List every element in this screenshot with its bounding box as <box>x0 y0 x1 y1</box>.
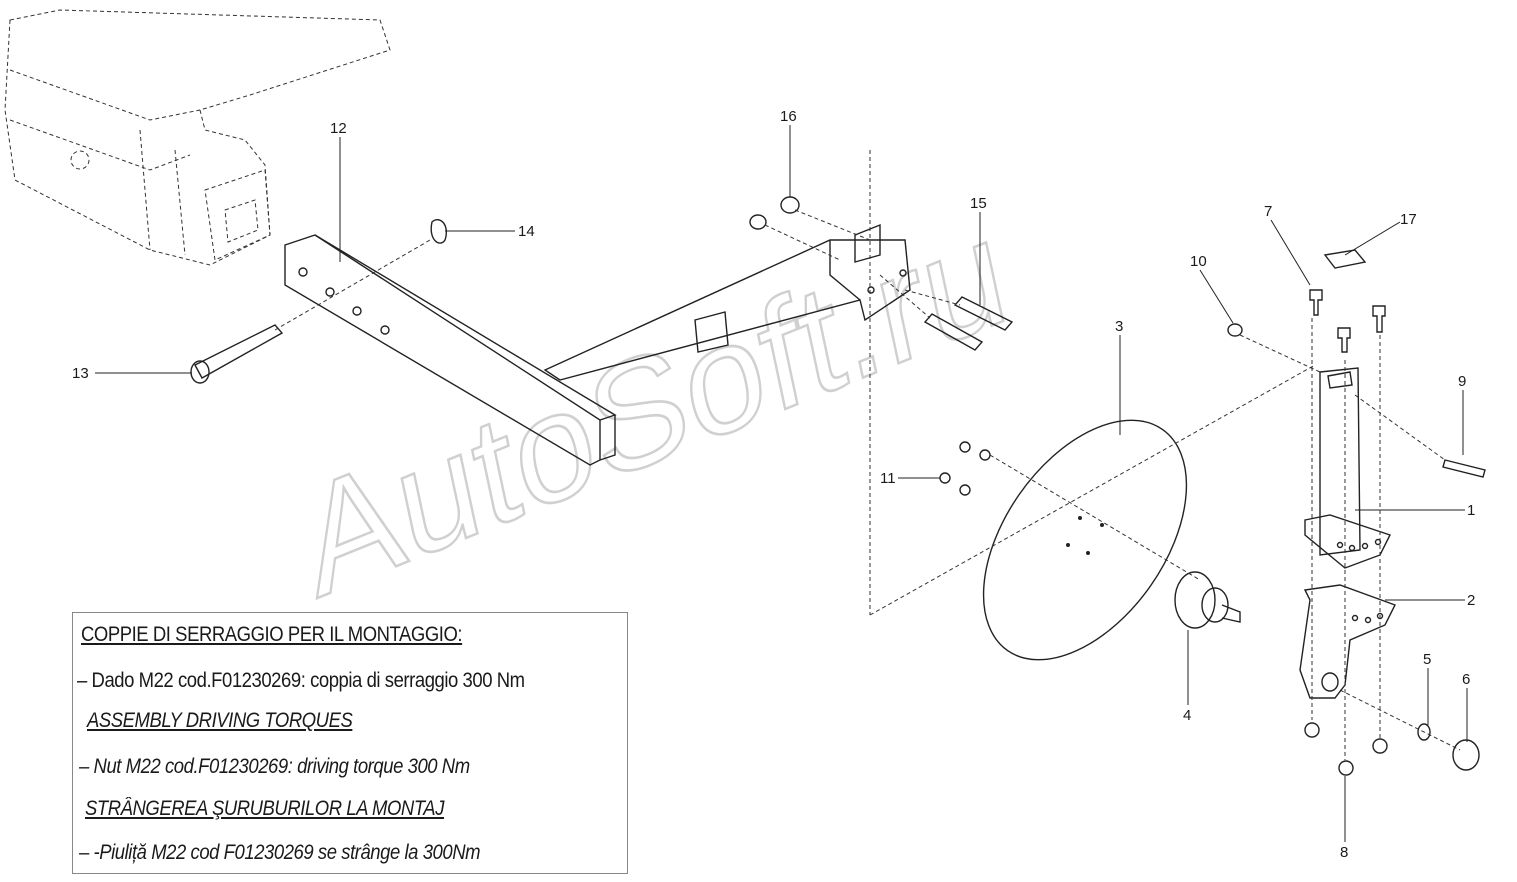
bracket <box>1299 584 1396 699</box>
pin-13 <box>190 324 284 384</box>
callout-12: 12 <box>330 120 347 137</box>
callout-13: 13 <box>72 365 89 382</box>
hardware <box>1227 249 1486 776</box>
callout-9: 9 <box>1458 373 1466 390</box>
callout-16: 16 <box>780 108 797 125</box>
disc <box>982 419 1188 661</box>
note-en-title: ASSEMBLY DRIVING TORQUES <box>87 709 353 732</box>
note-ro-line: – -Piuliță M22 cod F01230269 se strânge … <box>79 841 481 864</box>
bolts-11 <box>939 441 991 496</box>
callout-14: 14 <box>518 223 535 240</box>
callout-15: 15 <box>970 195 987 212</box>
note-en-line: – Nut M22 cod.F01230269: driving torque … <box>79 755 470 778</box>
clip-14 <box>430 219 447 244</box>
callout-17: 17 <box>1400 211 1417 228</box>
main-arm <box>284 223 911 466</box>
watermark: AutoSoft.ru <box>288 183 1019 631</box>
callout-numbers: 1 2 3 4 5 6 7 8 9 10 11 12 13 14 15 16 1… <box>72 108 1475 861</box>
callout-1: 1 <box>1467 502 1475 519</box>
callout-10: 10 <box>1190 253 1207 270</box>
callout-leaders <box>95 125 1468 842</box>
callout-8: 8 <box>1340 844 1348 861</box>
callout-2: 2 <box>1467 592 1475 609</box>
nuts-16 <box>749 196 800 230</box>
callout-6: 6 <box>1462 671 1470 688</box>
torque-notes-box: COPPIE DI SERRAGGIO PER IL MONTAGGIO: – … <box>72 612 628 874</box>
assembly-axes <box>274 150 1461 760</box>
callout-5: 5 <box>1423 651 1431 668</box>
hub <box>1174 571 1241 629</box>
note-it-line: – Dado M22 cod.F01230269: coppia di serr… <box>77 669 525 692</box>
callout-7: 7 <box>1264 203 1272 220</box>
frame-bar-outline <box>4 9 391 266</box>
callout-11: 11 <box>880 470 896 487</box>
note-it-title: COPPIE DI SERRAGGIO PER IL MONTAGGIO: <box>81 623 463 646</box>
note-ro-title: STRÂNGEREA ŞURUBURILOR LA MONTAJ <box>85 797 444 820</box>
callout-4: 4 <box>1183 707 1191 724</box>
callout-3: 3 <box>1115 318 1123 335</box>
bolts-15 <box>923 296 1014 351</box>
standard-tube <box>1304 367 1391 569</box>
